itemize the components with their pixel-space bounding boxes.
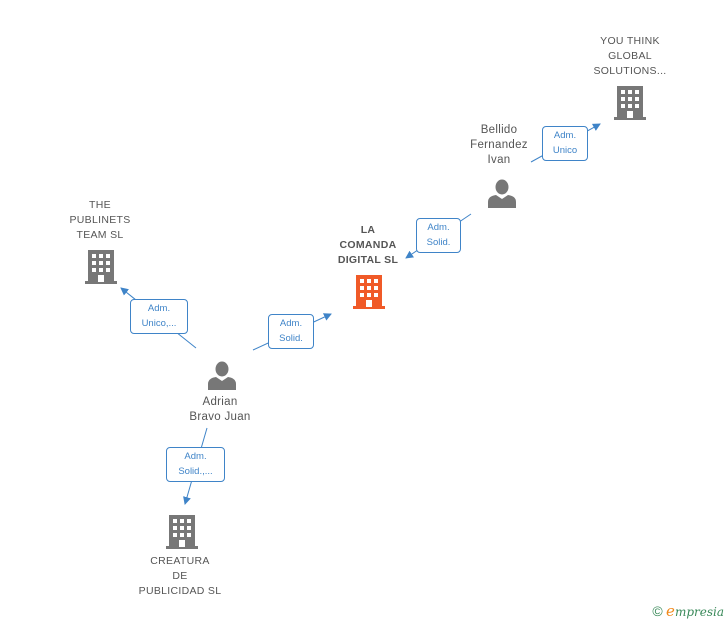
company-label-la-comanda[interactable]: LA COMANDA DIGITAL SL [337,224,399,266]
brand-footer[interactable]: © empresia [652,602,724,620]
brand-logo-text: mpresia [674,605,724,619]
relation-badge-bellido-lacomanda[interactable]: Adm. Solid. [416,218,461,253]
company-label-publinets[interactable]: THE PUBLINETS TEAM SL [69,199,131,241]
relation-badge-adrian-lacomanda[interactable]: Adm. Solid. [268,314,314,349]
brand-logo-initial: e [666,602,675,620]
company-label-you-think[interactable]: YOU THINK GLOBAL SOLUTIONS... [593,35,667,77]
company-label-creatura[interactable]: CREATURA DE PUBLICIDAD SL [138,555,222,597]
building-icon-focus[interactable] [353,273,385,309]
relation-badge-adrian-publinets[interactable]: Adm. Unico,... [130,299,188,334]
building-icon[interactable] [166,513,198,549]
person-label-bellido[interactable]: Bellido Fernandez Ivan [470,124,528,166]
building-icon[interactable] [614,84,646,120]
person-icon[interactable] [487,178,517,208]
building-icon[interactable] [85,248,117,284]
person-label-adrian[interactable]: Adrian Bravo Juan [189,396,251,423]
relation-badge-bellido-youthink[interactable]: Adm. Unico [542,126,588,161]
relation-badge-adrian-creatura[interactable]: Adm. Solid.,... [166,447,225,482]
copyright-symbol: © [652,603,663,619]
person-icon[interactable] [207,360,237,390]
